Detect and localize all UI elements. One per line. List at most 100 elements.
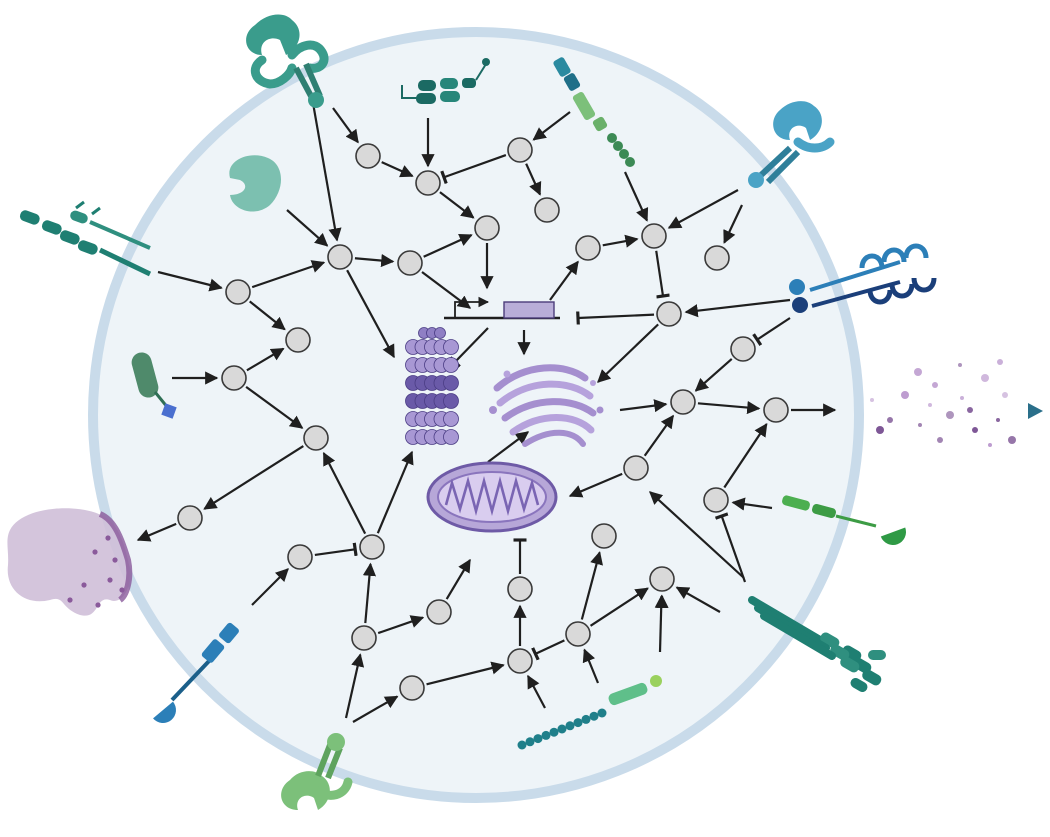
pathway-node [534,197,560,223]
bead-receptor-icon [553,57,635,167]
pathway-node [426,599,452,625]
activation-edge [649,491,745,579]
pathway-node [730,336,756,362]
pathway-node [415,170,441,196]
pathway-node [397,250,423,276]
inhibition-edge [531,639,565,661]
activation-edge [346,269,395,359]
blue-antibody-receptor-icon [748,101,835,188]
activation-edge [246,347,285,372]
activation-edge [697,400,761,415]
activation-edge [582,648,600,684]
pathway-node [399,675,425,701]
activation-edge [362,562,377,624]
activation-edge [332,107,359,144]
pathway-node [327,244,353,270]
pathway-node [285,327,311,353]
pathway-edges [136,102,837,723]
double-chain-receptor-icon [19,200,152,277]
activation-edge [157,270,223,292]
chain-receptor-icon [401,58,490,104]
activation-edge [623,171,649,222]
ligand-protein-icon [229,155,282,212]
pathway-node [507,648,533,674]
pathway-node [623,455,649,481]
activation-edge [377,615,425,635]
activation-edge [344,653,365,719]
inhibition-edge [655,250,670,299]
pathway-node [670,389,696,415]
activation-edge [439,191,475,219]
activation-edge [694,358,733,392]
activation-edge [251,260,326,289]
pathway-node [656,301,682,327]
activation-edge [675,586,721,613]
activation-edge [376,450,414,534]
inhibition-edge [714,512,747,583]
activation-edge [245,385,304,429]
pathway-node [575,235,601,261]
pathway-node [565,621,591,647]
activation-edge [597,323,659,383]
activation-edge [723,204,743,244]
pathway-node [649,566,675,592]
cell-membrane [88,27,864,803]
golgi-apparatus-icon [489,364,604,447]
activation-edge [602,234,639,248]
activation-edge [354,253,395,268]
inhibition-edge [314,542,358,557]
activation-edge [352,695,399,723]
gene-promoter-icon [444,296,560,320]
inhibition-edge [752,317,791,347]
multi-chain-receptor-icon [748,596,886,692]
activation-edge [311,102,342,242]
activation-edge [532,111,571,141]
pathway-node [287,544,313,570]
pathway-node [703,487,729,513]
activation-edge [580,551,603,620]
activation-edge [684,298,791,318]
activation-edge [286,209,329,247]
inhibition-edge [576,311,655,325]
pathway-node [303,425,329,451]
activation-edge [487,431,530,463]
activation-edge [251,568,289,606]
activation-edge [731,497,773,511]
activation-edge [203,445,304,510]
activation-edge [643,414,675,457]
activation-edge [589,587,649,627]
activation-edge [568,472,623,498]
activation-edge [549,260,579,301]
pathway-node [177,505,203,531]
inhibition-edge [440,154,507,185]
proteasome-icon [405,327,459,445]
pathway-node [221,365,247,391]
pac-receptor-icon [153,622,239,723]
pathway-nodes [177,137,789,701]
pathway-node [359,534,385,560]
activation-edge [525,163,542,196]
activation-edge [445,558,471,600]
pathway-node [474,215,500,241]
curly-receptor-icon [789,243,937,313]
bead-chain-receptor-icon [517,675,662,750]
receptor-icons [19,14,937,810]
activation-edge [723,423,768,489]
antibody-receptor-icon [246,14,329,108]
activation-edge [654,594,668,653]
pathway-node [704,245,730,271]
rod-receptor-icon [131,352,177,419]
pathway-node [641,223,667,249]
pathway-node [355,143,381,169]
secretion-arrow-icon [860,359,1043,447]
inhibition-edge [449,327,489,368]
activation-edge [619,399,668,413]
pathway-node [507,137,533,163]
activation-edge [426,661,505,686]
mitochondrion-icon [426,461,558,533]
activation-edge [381,161,414,178]
pathway-node [507,576,533,602]
activation-edge [136,522,177,542]
